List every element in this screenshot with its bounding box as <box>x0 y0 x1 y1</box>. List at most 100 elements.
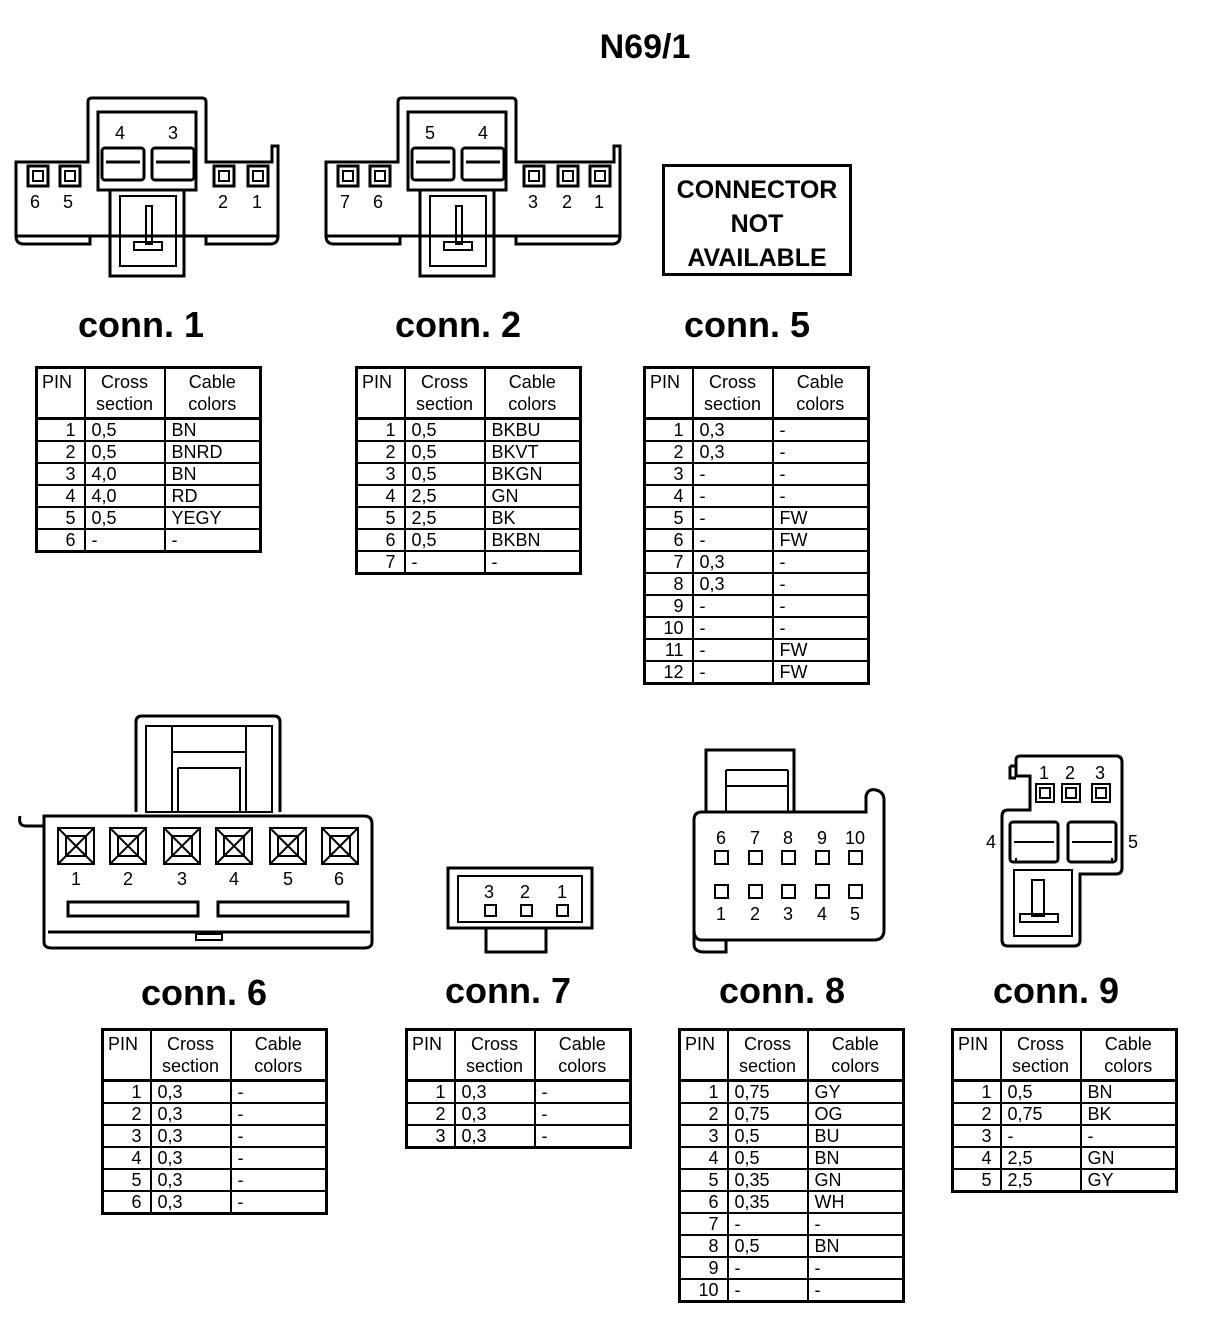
cross-section-cell: 0,5 <box>726 1124 809 1148</box>
cross-section-cell: - <box>726 1256 809 1280</box>
conn9-pin-label: 3 <box>1095 763 1105 783</box>
page-title: N69/1 <box>599 28 691 66</box>
cable-color-cell: GY <box>806 1079 905 1104</box>
cross-section-cell: 0,3 <box>149 1102 232 1126</box>
cross-section-cell: 0,5 <box>999 1079 1082 1104</box>
cable-color-cell: - <box>533 1124 632 1149</box>
pin-number-cell: 3 <box>678 1124 729 1148</box>
pin-header: PIN <box>35 366 86 420</box>
conn8-pin-label: 9 <box>817 828 827 848</box>
cable-colors-header-line: colors <box>508 394 557 414</box>
cable-color-cell: - <box>806 1256 905 1280</box>
conn1-pin-labels: 6 5 4 3 2 1 <box>30 123 262 212</box>
pin-number-cell: 3 <box>35 462 86 486</box>
cross-section-header-line: Cross <box>708 372 756 392</box>
conn2-pin-label: 4 <box>478 123 488 143</box>
conn8-drawing <box>692 748 886 954</box>
conn2-pin-label: 3 <box>528 192 538 212</box>
pin-number-cell: 5 <box>101 1168 152 1192</box>
pin-number-cell: 3 <box>951 1124 1002 1148</box>
pin-number-cell: 1 <box>405 1079 456 1104</box>
cross-section-cell: 2,5 <box>999 1168 1082 1193</box>
table-row: 11-FW <box>643 638 870 662</box>
cross-section-cell: - <box>691 660 774 685</box>
table-row: 12-FW <box>643 660 870 685</box>
cross-section-cell: 0,75 <box>726 1102 809 1126</box>
pin-number-cell: 9 <box>678 1256 729 1280</box>
cross-section-header-line: section <box>415 394 474 414</box>
cable-color-cell: - <box>483 550 582 575</box>
cable-color-cell: - <box>771 462 870 486</box>
cable-color-cell: BN <box>163 417 262 442</box>
pin-number-cell: 3 <box>355 462 406 486</box>
table-row: 9-- <box>678 1256 905 1280</box>
conn8-pin-label: 5 <box>850 904 860 924</box>
pin-number-cell: 6 <box>355 528 406 552</box>
conn6-pin-label: 1 <box>71 869 81 889</box>
cable-color-cell: - <box>229 1124 328 1148</box>
pin-header: PIN <box>678 1028 729 1082</box>
cross-section-header-line: section <box>465 1056 524 1076</box>
cable-color-cell: GN <box>1079 1146 1178 1170</box>
cross-section-cell: 0,75 <box>999 1102 1082 1126</box>
not-available-line: CONNECTOR <box>676 176 838 204</box>
cross-section-cell: 2,5 <box>999 1146 1082 1170</box>
cable-color-cell: - <box>229 1146 328 1170</box>
cable-color-cell: - <box>163 528 262 553</box>
conn9-pin-label: 4 <box>986 832 996 852</box>
table-row: 6-FW <box>643 528 870 552</box>
cable-color-cell: - <box>771 417 870 442</box>
pin-number-cell: 2 <box>678 1102 729 1126</box>
cable-color-cell: BKBN <box>483 528 582 552</box>
cable-colors-header-line: colors <box>831 1056 880 1076</box>
cable-color-cell: FW <box>771 638 870 662</box>
pin-number-cell: 5 <box>35 506 86 530</box>
conn8-pin-label: 4 <box>817 904 827 924</box>
table-row: 7-- <box>355 550 582 575</box>
pin-number-cell: 3 <box>101 1124 152 1148</box>
pin-number-cell: 5 <box>355 506 406 530</box>
pin-number-cell: 2 <box>355 440 406 464</box>
cross-section-cell: 0,3 <box>453 1079 536 1104</box>
cable-color-cell: - <box>229 1079 328 1104</box>
cable-color-cell: GN <box>483 484 582 508</box>
cable-color-cell: - <box>771 594 870 618</box>
pin-number-cell: 4 <box>951 1146 1002 1170</box>
cross-section-cell: 0,35 <box>726 1190 809 1214</box>
cable-color-cell: BN <box>163 462 262 486</box>
conn6-pin-label: 2 <box>123 869 133 889</box>
cross-section-cell: - <box>691 638 774 662</box>
conn6-pin-label: 5 <box>283 869 293 889</box>
pin-number-cell: 4 <box>678 1146 729 1170</box>
pin-number-cell: 5 <box>951 1168 1002 1193</box>
cross-section-cell: 0,3 <box>149 1146 232 1170</box>
pin-number-cell: 6 <box>101 1190 152 1215</box>
cable-color-cell: GN <box>806 1168 905 1192</box>
cable-color-cell: BN <box>806 1234 905 1258</box>
cable-color-cell: BKVT <box>483 440 582 464</box>
table-row: 7-- <box>678 1212 905 1236</box>
table-row: 10-- <box>678 1278 905 1303</box>
cross-section-cell: 0,5 <box>726 1146 809 1170</box>
conn9-pin-label: 5 <box>1128 832 1138 852</box>
cross-section-cell: 0,5 <box>403 440 486 464</box>
